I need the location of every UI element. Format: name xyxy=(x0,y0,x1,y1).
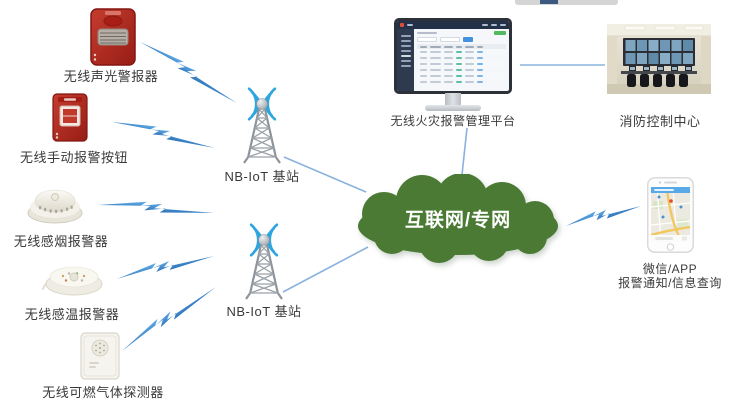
manual-call-point-label: 无线手动报警按钮 xyxy=(19,150,128,165)
smoke-detector-label: 无线感烟报警器 xyxy=(13,234,109,249)
nbiot-tower-icon-2 xyxy=(224,222,304,305)
phone-icon xyxy=(647,177,694,258)
monitor-stand xyxy=(445,93,461,106)
platform-filter-input-2 xyxy=(440,37,460,42)
gas-detector-icon xyxy=(80,332,120,385)
platform-sidebar xyxy=(397,29,414,91)
nbiot-station-1-label: NB-IoT 基站 xyxy=(224,169,300,184)
internet-cloud-label: 互联网/专网 xyxy=(404,210,512,231)
manual-call-point-icon xyxy=(52,93,88,147)
heat-detector-label: 无线感温报警器 xyxy=(24,307,120,322)
platform-add-button xyxy=(494,31,506,35)
platform-table-header xyxy=(417,44,506,49)
platform-search-button xyxy=(463,37,473,42)
nbiot-tower-icon-1 xyxy=(222,86,302,169)
mobile-label-line2: 报警通知/信息查询 xyxy=(618,276,722,290)
nbiot-station-2-label: NB-IoT 基站 xyxy=(226,304,302,319)
mobile-label-line1: 微信/APP xyxy=(642,262,698,276)
platform-screen xyxy=(397,21,509,91)
platform-screen-topbar xyxy=(397,21,509,29)
control-center-label: 消防控制中心 xyxy=(619,114,701,129)
platform-content xyxy=(414,29,509,91)
platform-monitor xyxy=(394,18,512,94)
sound-light-alarm-icon xyxy=(90,8,136,71)
lightning-bolt-heat xyxy=(117,256,215,279)
platform-filter-input xyxy=(417,37,437,42)
smoke-detector-icon xyxy=(26,186,84,229)
control-center-photo xyxy=(607,24,711,99)
platform-label: 无线火灾报警管理平台 xyxy=(390,114,516,128)
heat-detector-icon xyxy=(42,260,104,303)
lightning-bolt-manual xyxy=(112,122,215,149)
sound-light-alarm-label: 无线声光警报器 xyxy=(63,69,159,84)
lightning-bolt-cloud-phone xyxy=(566,206,642,226)
gas-detector-label: 无线可燃气体探测器 xyxy=(42,385,164,400)
internet-cloud-shape xyxy=(354,173,562,269)
lightning-bolt-smoke xyxy=(98,201,215,213)
cropped-window-edge xyxy=(515,0,618,5)
monitor-base xyxy=(425,105,481,111)
platform-logo-icon xyxy=(400,23,404,27)
platform-table xyxy=(417,49,506,85)
